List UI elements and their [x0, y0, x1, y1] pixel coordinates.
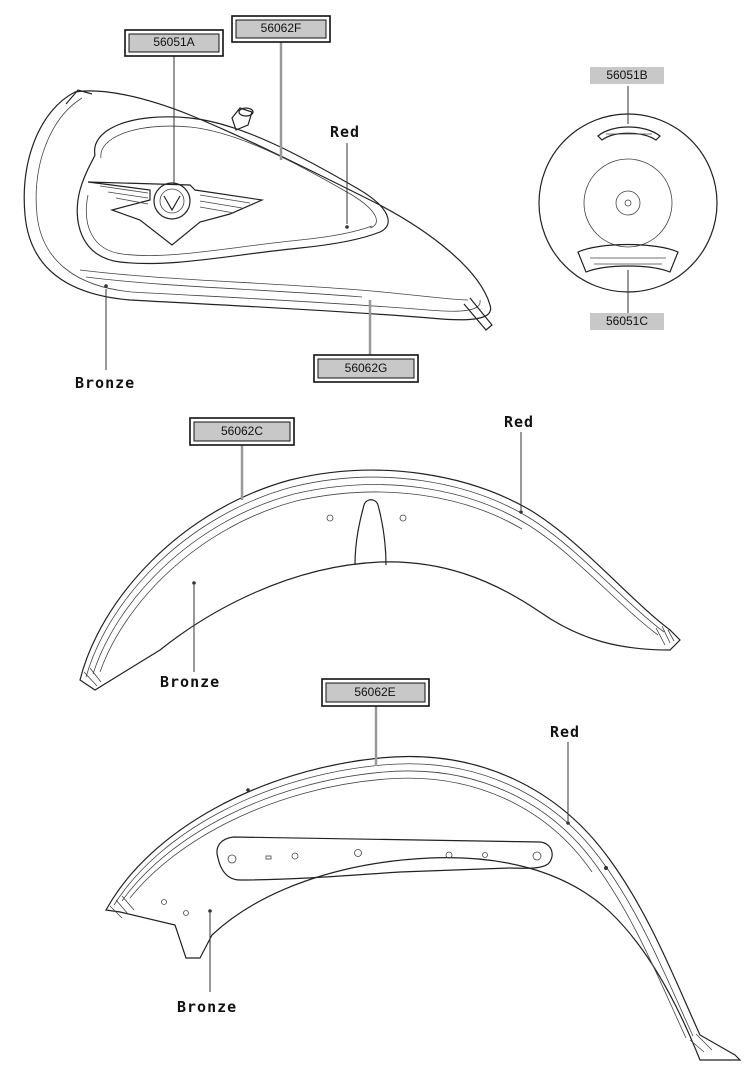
- svg-text:56062C: 56062C: [221, 424, 263, 438]
- rear-bronze-note: Bronze: [177, 998, 237, 1016]
- front-red-note: Red: [504, 413, 534, 431]
- label-56051c: 56051C: [590, 313, 664, 330]
- rear-fender: [105, 755, 742, 1061]
- label-56062c: 56062C: [189, 417, 295, 446]
- svg-text:56051C: 56051C: [606, 314, 648, 328]
- svg-text:56062G: 56062G: [345, 361, 388, 375]
- svg-text:56062F: 56062F: [261, 21, 302, 35]
- label-56062g: 56062G: [313, 354, 419, 383]
- rear-red-note: Red: [550, 723, 580, 741]
- cover-bottom-emblem-icon: [577, 243, 679, 273]
- cover-top-emblem-icon: [597, 126, 661, 141]
- front-fender: [79, 469, 681, 691]
- label-56051a: 56051A: [124, 29, 224, 57]
- label-56062e: 56062E: [321, 678, 430, 707]
- tank-emblem-icon: [87, 181, 265, 246]
- side-cover: [538, 113, 718, 293]
- svg-text:56062E: 56062E: [354, 685, 395, 699]
- tank-bronze-note: Bronze: [75, 374, 135, 392]
- fuel-tank: [23, 89, 493, 331]
- front-bronze-note: Bronze: [160, 673, 220, 691]
- label-56051b: 56051B: [590, 67, 664, 84]
- tank-red-note: Red: [330, 123, 360, 141]
- label-56062f: 56062F: [231, 15, 331, 43]
- svg-text:56051B: 56051B: [606, 68, 647, 82]
- svg-text:56051A: 56051A: [153, 35, 194, 49]
